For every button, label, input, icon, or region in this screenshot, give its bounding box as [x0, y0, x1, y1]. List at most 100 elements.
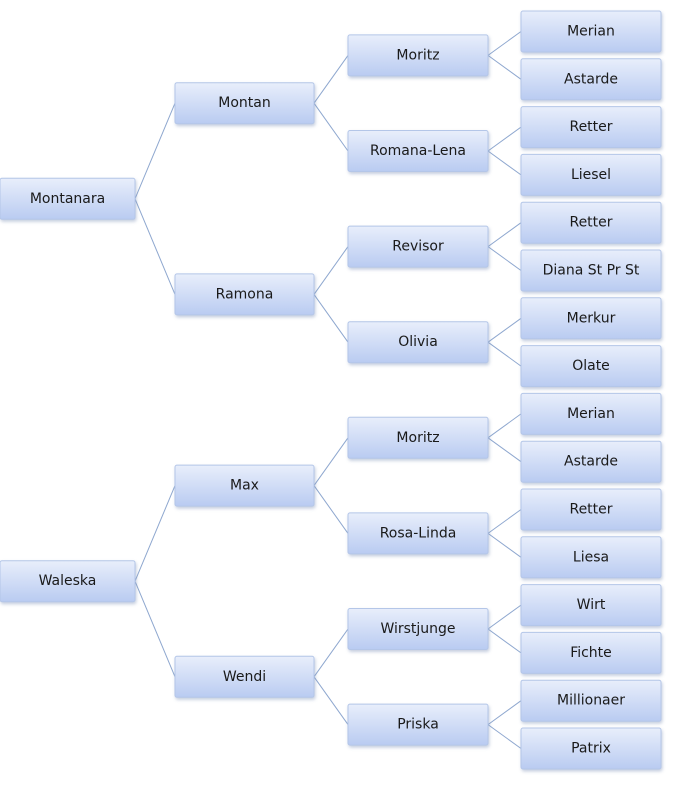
node-box [347, 608, 489, 650]
node-boxes: MontanaraMontanMoritzMerianAstardeRomana… [0, 10, 662, 770]
node-root0-d-d-s: Merkur [520, 297, 662, 340]
node-root1: Waleska [0, 560, 136, 603]
node-label: Astarde [564, 454, 618, 470]
connector-line [487, 604, 522, 630]
node-label: Moritz [396, 430, 439, 446]
node-label: Retter [569, 215, 612, 231]
connector-line [134, 581, 176, 677]
node-label: Olate [572, 358, 610, 374]
node-box [520, 536, 662, 579]
connector-line [313, 55, 349, 104]
connector-line [487, 222, 522, 248]
node-root0-s-d-d: Liesel [520, 153, 662, 196]
node-box [347, 130, 489, 172]
node-box [520, 249, 662, 292]
connector-line [313, 485, 349, 534]
connector-line [313, 676, 349, 725]
node-box [520, 106, 662, 149]
node-box [520, 201, 662, 244]
node-label: Millionaer [557, 693, 625, 709]
node-label: Romana-Lena [370, 143, 466, 159]
node-box [347, 321, 489, 364]
connector-line [487, 317, 522, 343]
node-root1-d-s-d: Fichte [520, 631, 662, 674]
node-box [520, 153, 662, 196]
connector-line [134, 103, 176, 199]
node-root0-s-s-s: Merian [520, 10, 662, 53]
node-label: Priska [397, 717, 439, 733]
node-root1-d-d-s: Millionaer [520, 679, 662, 722]
node-label: Waleska [39, 573, 97, 589]
connector-line [487, 31, 522, 56]
node-label: Merian [567, 406, 615, 422]
node-root0-s-d: Romana-Lena [347, 130, 489, 172]
node-root1-s-s-s: Merian [520, 392, 662, 435]
node-box [174, 464, 315, 507]
node-label: Wendi [223, 669, 266, 685]
connector-line [487, 437, 522, 463]
node-root1-s-d-d: Liesa [520, 536, 662, 579]
node-label: Max [230, 478, 259, 494]
connector-line [487, 126, 522, 152]
node-box [347, 225, 489, 268]
node-root0-s-s-d: Astarde [520, 58, 662, 101]
node-box [347, 703, 489, 746]
node-box [0, 177, 136, 220]
node-root1-s-d: Rosa-Linda [347, 512, 489, 555]
node-label: Astarde [564, 71, 618, 87]
node-label: Fichte [570, 645, 612, 661]
connector-line [134, 198, 176, 295]
node-root1-d-d-d: Patrix [520, 727, 662, 770]
node-root1-s-s: Moritz [347, 416, 489, 459]
connector-line [487, 413, 522, 439]
node-root0-d-s-d: Diana St Pr St [520, 249, 662, 292]
node-root0-s-d-s: Retter [520, 106, 662, 149]
node-box [347, 416, 489, 459]
node-box [520, 440, 662, 483]
connector-line [313, 628, 349, 678]
node-root0-d-d: Olivia [347, 321, 489, 364]
node-label: Diana St Pr St [543, 263, 640, 279]
connector-lines [134, 31, 522, 749]
connector-line [487, 246, 522, 271]
node-root0-s: Montan [174, 82, 315, 125]
node-root1-d: Wendi [174, 655, 315, 698]
node-box [520, 392, 662, 435]
node-label: Olivia [398, 334, 438, 350]
node-label: Retter [569, 119, 612, 135]
connector-line [134, 485, 176, 582]
node-box [520, 727, 662, 770]
node-label: Merkur [567, 310, 616, 326]
node-box [520, 631, 662, 674]
node-label: Moritz [396, 47, 439, 63]
node-root0: Montanara [0, 177, 136, 220]
node-box [520, 488, 662, 531]
node-root1-s-s-d: Astarde [520, 440, 662, 483]
node-box [520, 58, 662, 101]
node-root0-d-d-d: Olate [520, 345, 662, 388]
connector-line [487, 341, 522, 367]
node-root1-d-s-s: Wirt [520, 584, 662, 627]
node-box [347, 34, 489, 77]
connector-line [487, 700, 522, 726]
node-box [0, 560, 136, 603]
node-box [520, 345, 662, 388]
connector-line [313, 437, 349, 486]
connector-line [487, 628, 522, 654]
node-box [174, 655, 315, 698]
node-root1-d-s: Wirstjunge [347, 608, 489, 650]
node-label: Wirstjunge [380, 621, 455, 637]
connector-line [487, 150, 522, 176]
node-root0-d-s: Revisor [347, 225, 489, 268]
node-box [520, 10, 662, 53]
node-label: Ramona [216, 286, 274, 302]
node-root0-d: Ramona [174, 273, 315, 316]
node-box [347, 512, 489, 555]
connector-line [313, 294, 349, 343]
node-root0-s-s: Moritz [347, 34, 489, 77]
node-label: Liesel [571, 167, 611, 183]
node-label: Patrix [571, 741, 611, 757]
node-label: Liesa [573, 549, 609, 565]
connector-line [313, 102, 349, 152]
